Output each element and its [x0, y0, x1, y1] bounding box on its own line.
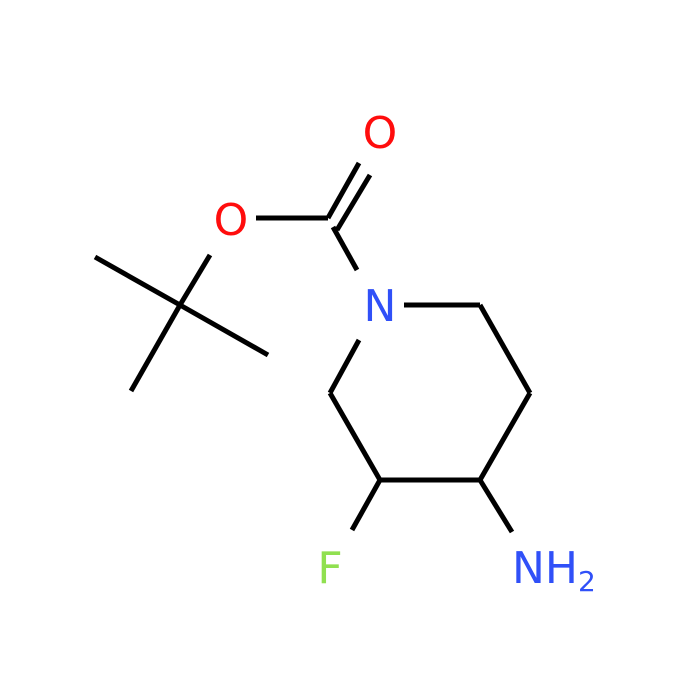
atom-carbonyl-oxygen: O	[363, 108, 398, 159]
bond-ring-c2-c3	[477, 303, 533, 395]
amine-subscript: 2	[578, 565, 596, 598]
bond-c5-fluorine	[349, 478, 383, 532]
bond-carbonyl-double-2	[334, 173, 373, 232]
atom-ester-oxygen: O	[214, 195, 249, 246]
bond-carbonyl-n	[330, 225, 360, 272]
bond-tbu-methyl-1	[93, 254, 182, 308]
atom-ring-nitrogen: N	[364, 281, 397, 332]
bond-c4-amine	[477, 478, 515, 534]
bond-ring-c3-c4	[477, 391, 533, 482]
bond-ring-c5-c6	[327, 391, 383, 482]
bond-carbonyl-double-1	[325, 161, 362, 220]
amine-nh-label: NH	[512, 543, 578, 594]
bond-tbu-methyl-3	[128, 303, 183, 393]
bond-ring-c6-n	[327, 338, 362, 395]
bond-tbu-methyl-2	[178, 302, 270, 358]
bond-tbu-ester-o	[177, 253, 213, 307]
atom-fluorine: F	[317, 543, 342, 594]
atom-amine: NH2	[512, 543, 596, 598]
